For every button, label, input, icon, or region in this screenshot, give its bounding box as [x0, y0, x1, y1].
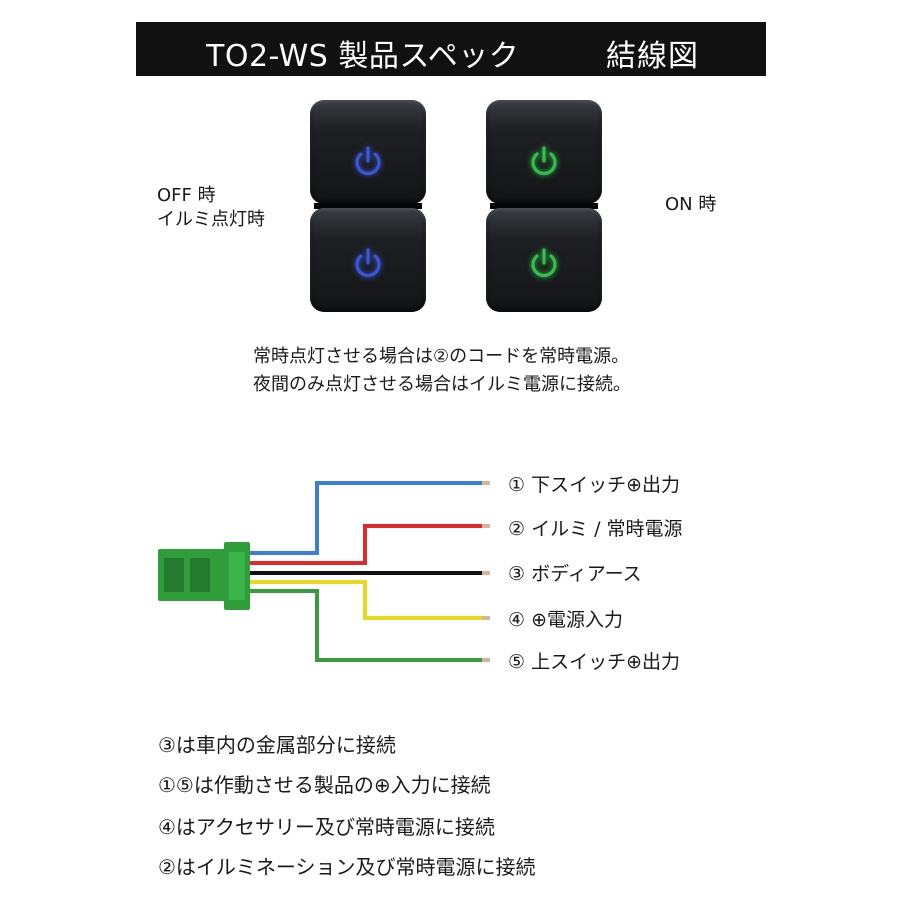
title-bar: TO2-WS 製品スペック 結線図 [136, 22, 766, 76]
page-subtitle: 結線図 [606, 39, 699, 74]
switch-divider [314, 203, 422, 209]
switch-lower-button [310, 208, 426, 312]
switch-upper-button [310, 100, 426, 204]
power-icon [355, 146, 381, 176]
switch-divider [490, 203, 598, 209]
page-title: TO2-WS 製品スペック [206, 39, 520, 74]
wire-tip [482, 524, 490, 528]
wire-label-3: ③ ボディアース [508, 563, 642, 585]
wire-tip [482, 571, 490, 575]
connector-icon [158, 542, 250, 610]
wire-5 [245, 589, 482, 662]
wire-tip [482, 481, 490, 485]
wire-label-2: ② イルミ / 常時電源 [508, 518, 683, 540]
instruction-4: ②はイルミネーション及び常時電源に接続 [158, 855, 536, 879]
note-line-2: 夜間のみ点灯させる場合はイルミ電源に接続。 [253, 374, 631, 395]
power-icon [355, 248, 381, 278]
instruction-3: ④はアクセサリー及び常時電源に接続 [158, 815, 495, 839]
wire-tip [482, 616, 490, 620]
switch-on [486, 100, 602, 312]
instruction-1: ③は車内の金属部分に接続 [158, 733, 396, 757]
wire-1 [245, 481, 482, 555]
wire-4 [245, 580, 482, 620]
on-state-label: ON 時 [665, 194, 717, 215]
wiring-diagram [158, 481, 490, 662]
switch-off-illumination [310, 100, 426, 312]
instruction-2: ①⑤は作動させる製品の⊕入力に接続 [158, 773, 491, 797]
wire-label-1: ① 下スイッチ⊕出力 [508, 474, 680, 496]
wire-tip [482, 658, 490, 662]
switch-lower-button [486, 208, 602, 312]
note-line-1: 常時点灯させる場合は②のコードを常時電源。 [253, 346, 630, 367]
off-state-label: OFF 時 イルミ点灯時 [157, 184, 265, 232]
wire-label-5: ⑤ 上スイッチ⊕出力 [508, 651, 680, 673]
wire-tips [482, 481, 490, 662]
off-state-label-line1: OFF 時 [157, 185, 216, 206]
switch-upper-button [486, 100, 602, 204]
wire-label-4: ④ ⊕電源入力 [508, 609, 623, 631]
power-icon [531, 248, 557, 278]
off-state-label-line2: イルミ点灯時 [157, 209, 265, 230]
power-icon [531, 146, 557, 176]
wire-2 [245, 524, 482, 565]
